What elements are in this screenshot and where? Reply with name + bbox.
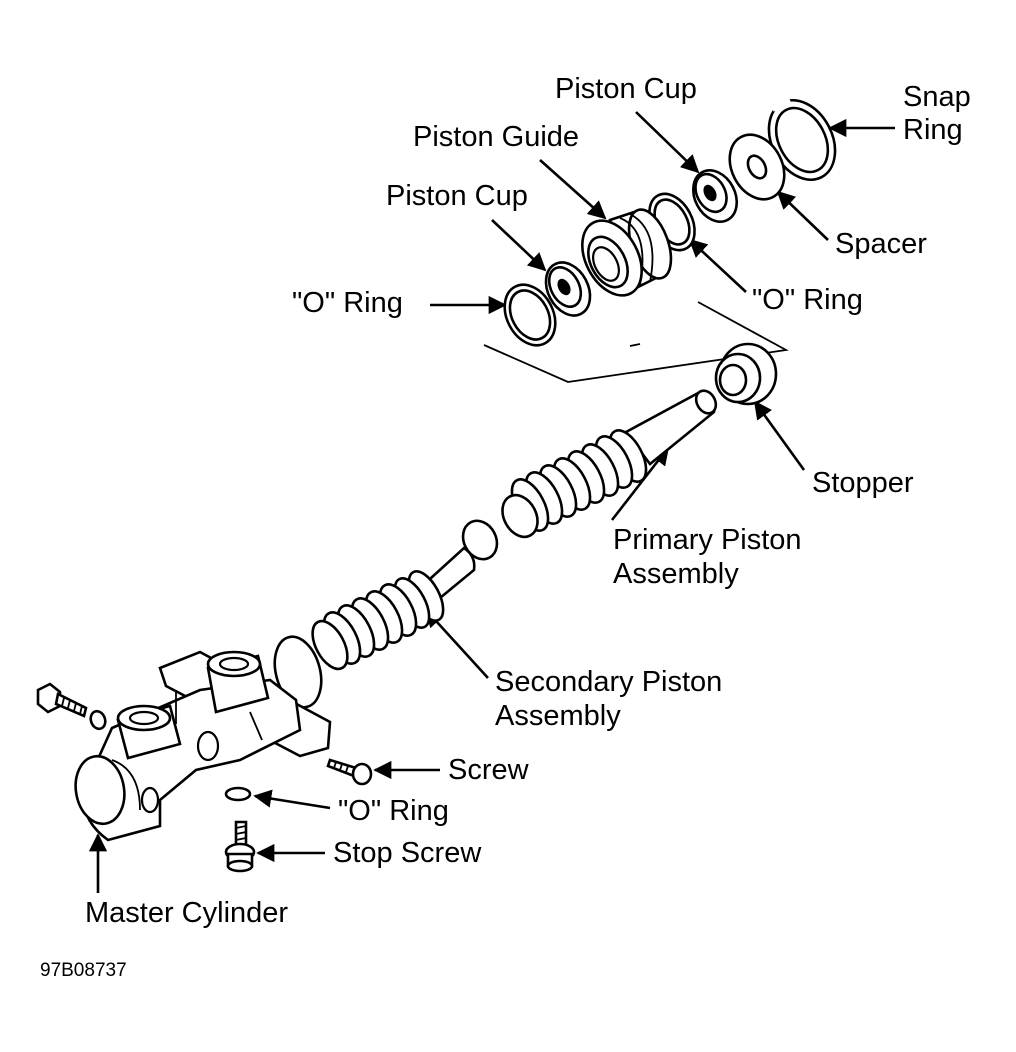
primary-spring — [510, 443, 620, 532]
arrow-spacer — [776, 190, 829, 241]
screw-part — [326, 758, 373, 786]
arrow-piston-cup-top — [635, 111, 700, 174]
master-cylinder-part — [74, 635, 332, 842]
o-ring-left-part — [503, 283, 557, 347]
label-primary-piston-line2: Assembly — [613, 558, 739, 590]
label-spacer: Spacer — [835, 228, 927, 260]
label-o-ring-left: "O" Ring — [292, 287, 403, 319]
arrow-o-ring-bottom — [253, 789, 331, 810]
bracket-gap-mark — [629, 343, 641, 347]
o-ring-bottom-part — [224, 786, 252, 802]
arrow-piston-guide — [539, 159, 607, 220]
label-stopper: Stopper — [812, 467, 914, 499]
secondary-spring — [311, 583, 418, 671]
assembly-bracket-line — [483, 301, 789, 383]
arrow-o-ring-right — [688, 238, 747, 293]
label-secondary-piston-line1: Secondary Piston — [495, 666, 723, 698]
leader-arrows — [88, 111, 895, 893]
label-primary-piston-line1: Primary Piston — [613, 524, 802, 556]
arrow-piston-cup-mid — [491, 219, 547, 272]
spacer-part — [728, 133, 786, 201]
label-snap-ring-line2: Ring — [903, 114, 963, 146]
label-secondary-piston-line2: Assembly — [495, 700, 621, 732]
stopper-part — [714, 342, 778, 406]
label-o-ring-right: "O" Ring — [752, 284, 863, 316]
fitting-bolt-part — [36, 682, 107, 731]
label-piston-guide: Piston Guide — [413, 121, 580, 153]
label-piston-cup-top: Piston Cup — [555, 73, 697, 105]
label-snap-ring-line1: Snap — [903, 81, 971, 113]
label-o-ring-bottom: "O" Ring — [338, 795, 449, 827]
piston-cup-mid-part — [544, 261, 592, 317]
label-screw: Screw — [448, 754, 529, 786]
secondary-piston-part — [311, 519, 499, 671]
piston-guide-part — [581, 208, 673, 297]
arrow-stopper — [753, 400, 806, 471]
label-master-cylinder: Master Cylinder — [85, 897, 289, 929]
stop-screw-part — [224, 820, 256, 873]
primary-piston-part — [501, 389, 718, 539]
label-stop-screw: Stop Screw — [333, 837, 482, 869]
figure-code: 97B08737 — [40, 960, 127, 981]
snap-ring-part — [767, 96, 837, 181]
piston-cup-top-part — [691, 169, 739, 223]
label-piston-cup-mid: Piston Cup — [386, 180, 528, 212]
arrow-primary-piston — [610, 446, 670, 521]
